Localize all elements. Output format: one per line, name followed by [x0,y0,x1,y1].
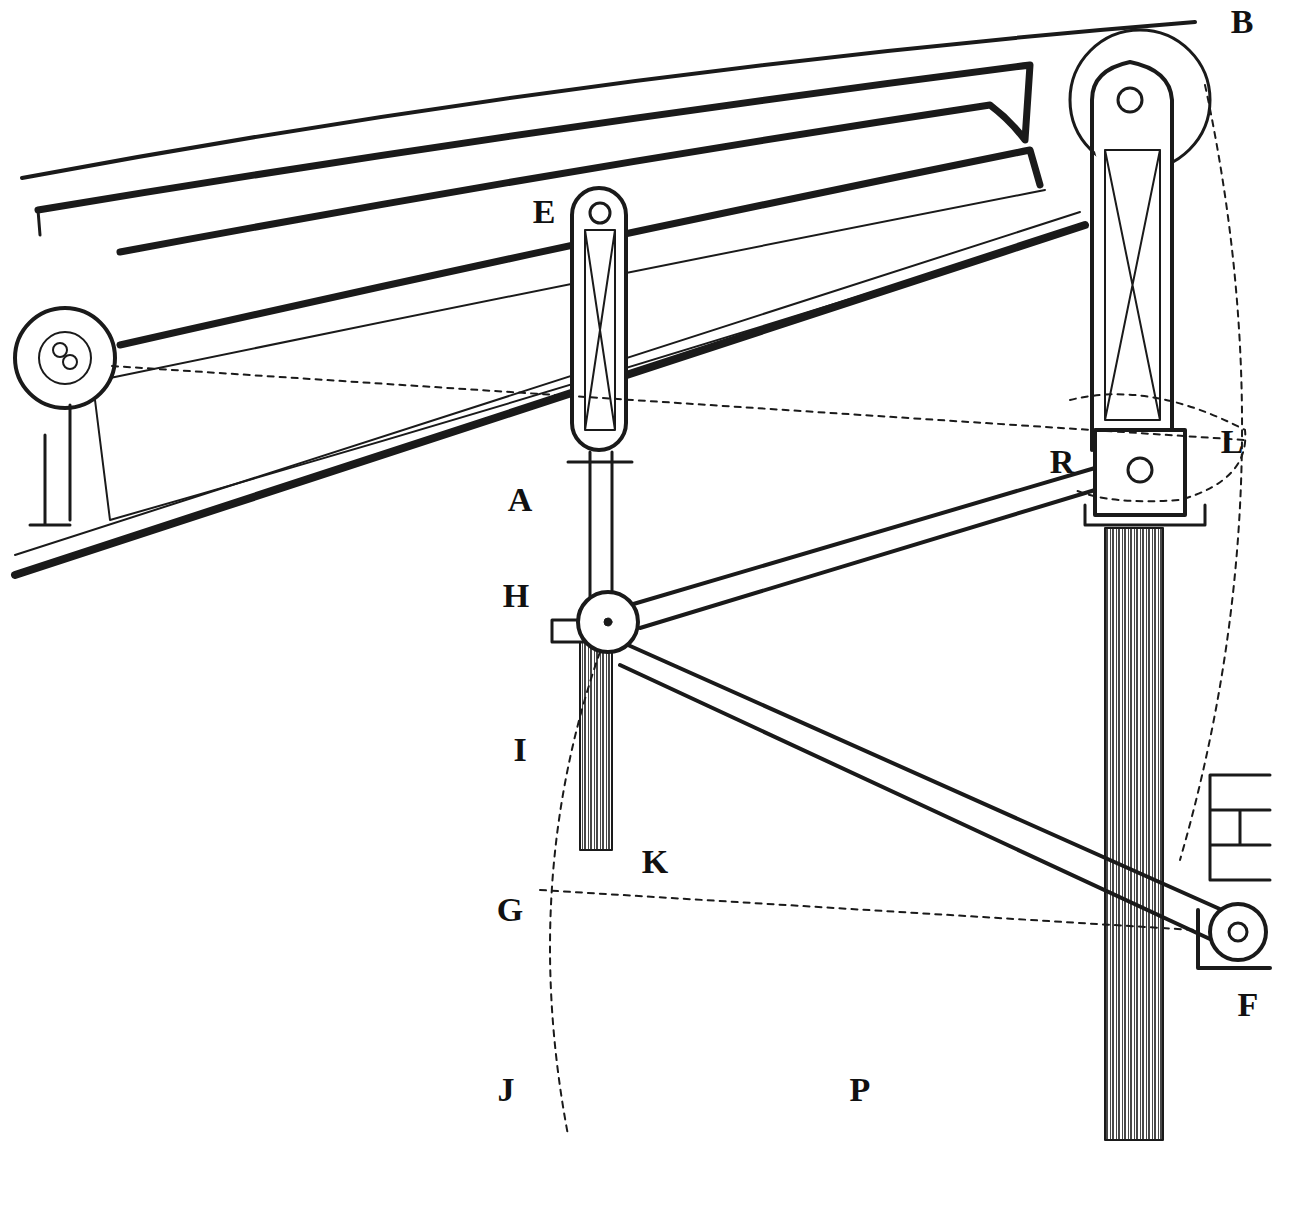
part-letter: G [497,893,523,927]
part-letter: L [1221,425,1244,459]
part-letter: A [508,483,533,517]
part-letter: P [850,1073,871,1107]
part-letter: B [1231,5,1254,39]
part-letter: I [513,733,526,767]
part-letter: R [1050,445,1075,479]
part-letter: H [503,579,529,613]
part-letter: J [498,1073,515,1107]
part-letter: F [1238,988,1259,1022]
part-letter: K [642,845,668,879]
part-letter: E [533,195,556,229]
